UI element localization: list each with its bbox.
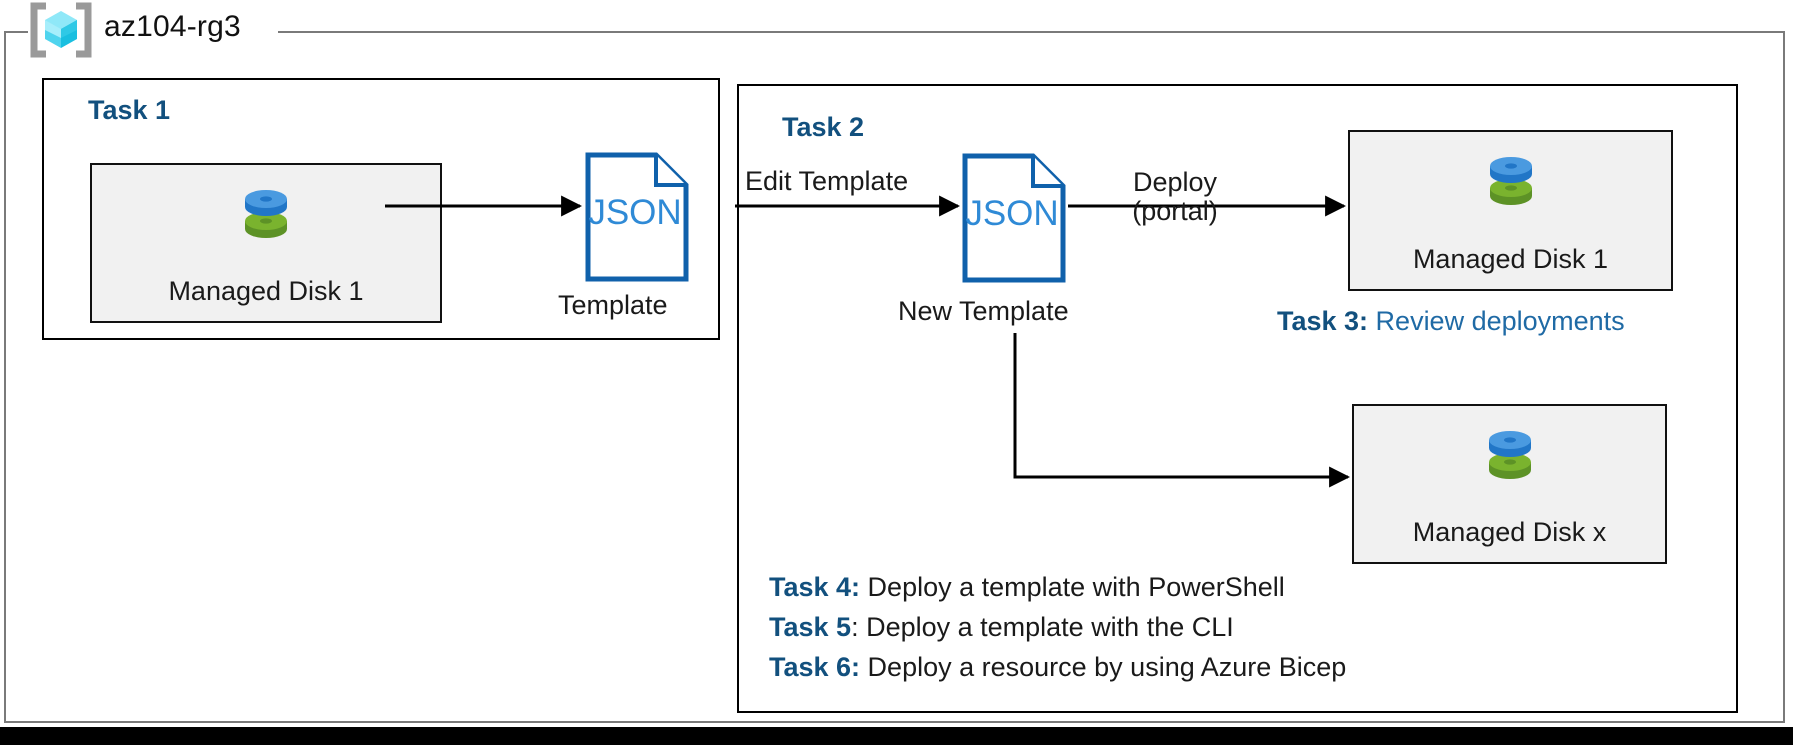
deploy-edge-label-line2: (portal) [1132,196,1218,227]
managed-disk-icon [1482,424,1538,486]
managed-disk-1-label-task1: Managed Disk 1 [168,276,364,306]
task-6-text: Deploy a resource by using Azure Bicep [860,652,1347,682]
svg-text:JSON: JSON [588,193,681,232]
task-1-container [42,78,720,340]
task-2-heading: Task 2 [782,112,865,142]
managed-disk-1-label-task2: Managed Disk 1 [1412,244,1609,274]
managed-disk-x-box[interactable]: Managed Disk x [1352,404,1667,564]
template-caption-task1: Template [558,290,668,320]
resource-group-name: az104-rg3 [104,10,241,43]
edit-template-edge-label: Edit Template [745,166,909,196]
managed-disk-x-label: Managed Disk x [1412,517,1607,547]
task-4-key: Task 4: [769,572,861,602]
managed-disk-icon [1483,150,1539,212]
new-template-caption: New Template [898,296,1069,326]
task-4-note: Task 4: Deploy a template with PowerShel… [769,572,1285,603]
task-6-note: Task 6: Deploy a resource by using Azure… [769,652,1346,683]
task-3-key: Task 3: [1277,306,1369,336]
resource-group-frame [4,31,1785,723]
task-2-container [737,84,1738,713]
svg-text:JSON: JSON [965,194,1058,233]
task-4-text: Deploy a template with PowerShell [860,572,1285,602]
deploy-edge-label-line1: Deploy [1132,167,1218,197]
bottom-bar [0,727,1793,745]
task-5-note: Task 5: Deploy a template with the CLI [769,612,1234,643]
managed-disk-1-box-task1[interactable]: Managed Disk 1 [90,163,442,323]
deploy-edge-label: Deploy (portal) [1100,167,1250,227]
task-5-text: : Deploy a template with the CLI [851,612,1234,642]
task-3-text: Review deployments [1368,306,1625,336]
resource-group-cube-icon [30,2,92,58]
task-5-key: Task 5 [769,612,852,642]
managed-disk-icon [238,183,294,245]
task-3-note: Task 3: Review deployments [1277,306,1625,337]
managed-disk-1-box-task2[interactable]: Managed Disk 1 [1348,130,1673,291]
task-1-heading: Task 1 [88,95,171,125]
task-6-key: Task 6: [769,652,861,682]
